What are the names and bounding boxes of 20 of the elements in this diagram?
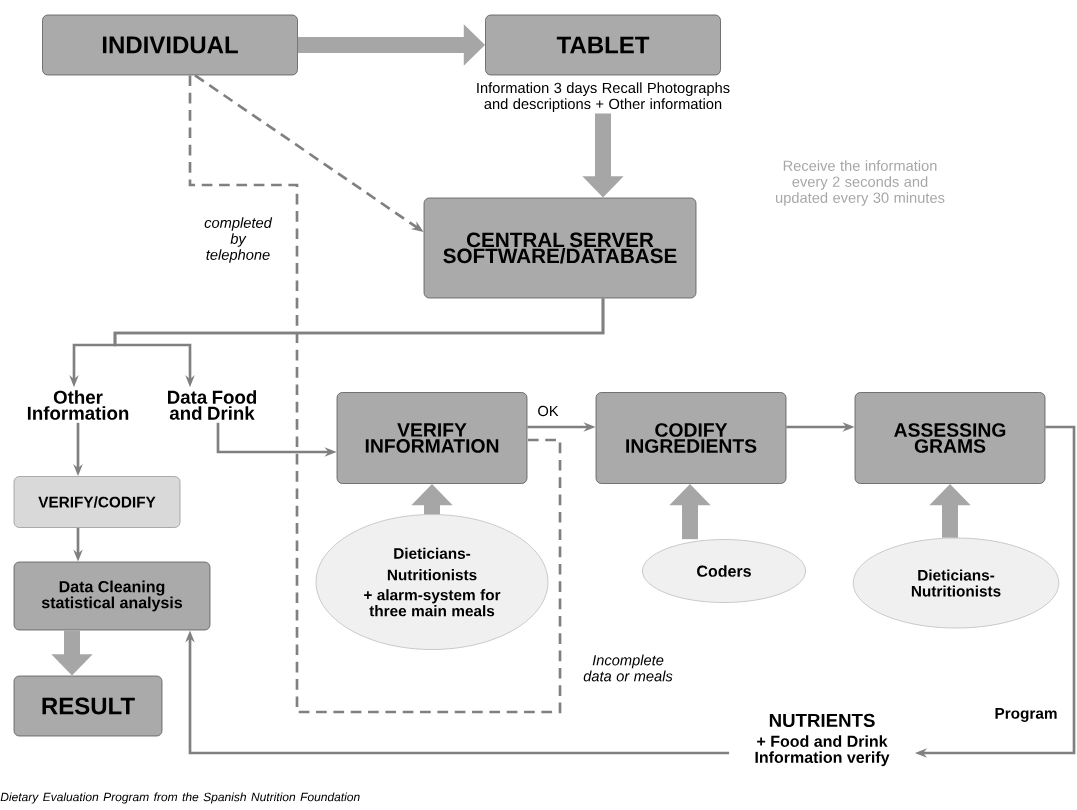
process-box: CODIFY INGREDIENTS: [595, 392, 787, 484]
process-box: VERIFY INFORMATION: [336, 392, 528, 484]
process-box: VERIFY/CODIFY: [13, 476, 181, 528]
edge-label: OK: [536, 404, 560, 418]
process-box: ASSESSING GRAMS: [854, 392, 1046, 484]
note-text: Incomplete data or meals: [583, 654, 673, 682]
edge-label: completed by telephone: [196, 215, 280, 265]
process-box: RESULT: [13, 675, 163, 737]
process-box: Data Cleaning statistical analysis: [13, 561, 211, 631]
dashed-line: [188, 75, 562, 714]
note-text: Receive the information every 2 seconds and updated every 30 minutes: [776, 160, 945, 206]
process-box: INDIVIDUAL: [42, 14, 298, 76]
process-box: TABLET: [485, 14, 721, 76]
flow-text: NUTRIENTS + Food and Drink Information verify: [755, 713, 890, 767]
node-caption: Information 3 days Recall Photographs and descriptions + Other information: [477, 82, 730, 112]
flow-text: Other Information: [27, 390, 129, 420]
process-box: CENTRAL SERVER SOFTWARE/DATABASE: [423, 197, 697, 299]
flow-text: Data Food and Drink: [168, 390, 257, 420]
footnote-text: Dietary Evaluation Program from the Spanish Nutrition Foundation: [0, 792, 360, 804]
edge-label: Program: [993, 706, 1059, 724]
